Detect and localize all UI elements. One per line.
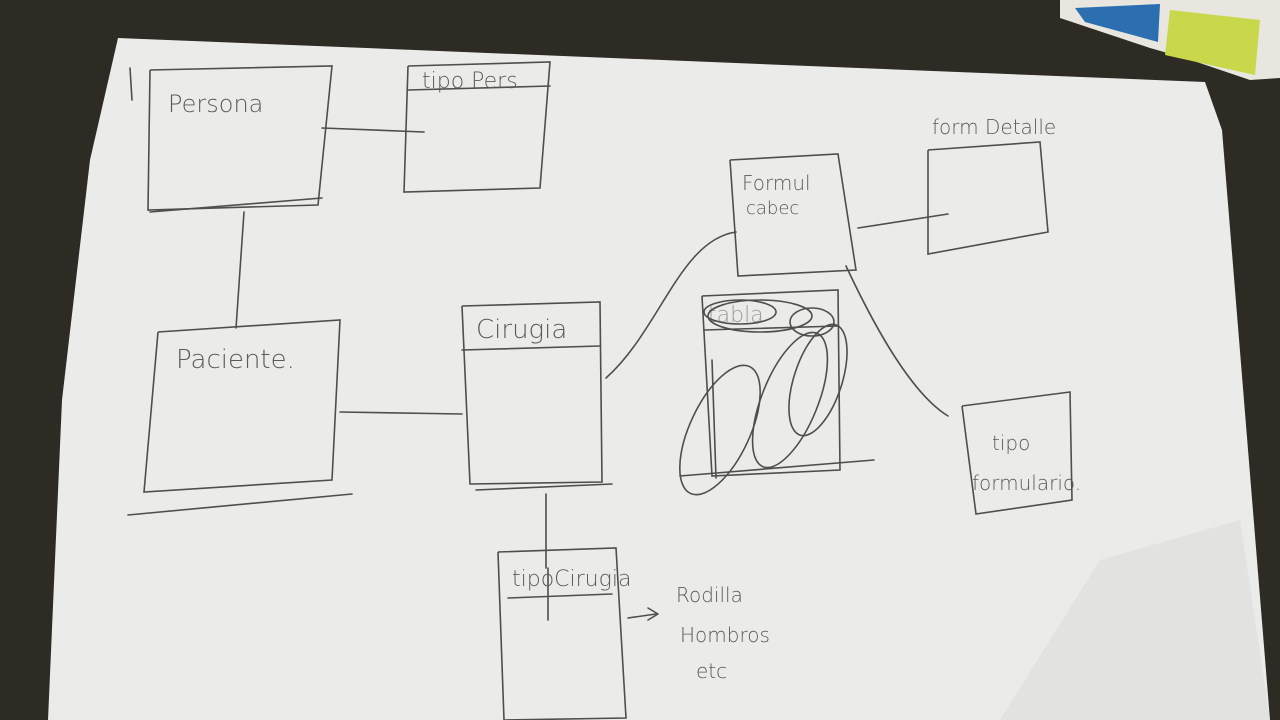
entity-formulario-line2: cabec	[746, 198, 799, 219]
entity-tipo-persona: tipo Pers	[403, 61, 551, 193]
entity-formulario-cabecera: Formul cabec	[729, 153, 857, 277]
examples-list: Rodilla Hombros etc	[627, 583, 770, 683]
entity-tipo-cirugia: tipoCirugia	[497, 547, 631, 720]
entity-form-detalle-label: form Detalle	[932, 115, 1056, 139]
entity-tipo-formulario-line1: tipo	[992, 431, 1030, 455]
paper-sheet	[48, 38, 1270, 720]
entity-form-detalle: form Detalle	[927, 115, 1056, 255]
cube-object	[1060, 0, 1280, 80]
entity-scribbled-out: tabla	[679, 289, 875, 496]
entity-tipo-formulario: tipo formulario.	[961, 391, 1081, 515]
entity-tipo-persona-label: tipo Pers	[422, 69, 518, 94]
link-persona-paciente	[235, 211, 245, 329]
entity-paciente-label: Paciente.	[176, 345, 295, 375]
link-cirugia-formulario	[605, 231, 737, 379]
paper-shadow	[1000, 520, 1270, 720]
link-formulario-detalle	[857, 213, 949, 229]
entity-cirugia: Cirugia	[461, 301, 613, 491]
entity-tipo-cirugia-label: tipoCirugia	[512, 567, 631, 592]
example-item: etc	[696, 659, 727, 683]
entity-cirugia-label: Cirugia	[476, 315, 567, 345]
entity-persona-label: Persona	[168, 90, 263, 118]
entity-tipo-formulario-line2: formulario.	[972, 471, 1081, 495]
example-item: Hombros	[680, 623, 770, 647]
link-persona-tipo	[321, 127, 425, 133]
scribble-marks	[679, 299, 848, 496]
entity-formulario-line1: Formul	[742, 171, 811, 195]
example-item: Rodilla	[676, 583, 743, 607]
corner-mark	[129, 67, 133, 101]
entity-persona: Persona	[147, 65, 333, 213]
entity-paciente: Paciente.	[127, 319, 353, 516]
link-paciente-cirugia	[339, 411, 463, 415]
link-formulario-tipo	[845, 265, 949, 417]
